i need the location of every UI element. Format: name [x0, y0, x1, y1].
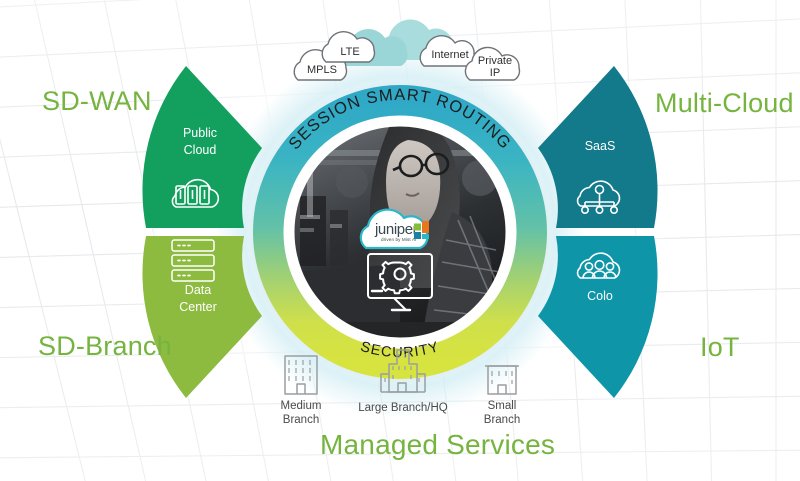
arc-data-center-label-line2: Center — [179, 300, 217, 314]
branch-large-label-line1: Large Branch/HQ — [358, 402, 448, 414]
branch-group: Medium Branch Large Branch — [281, 349, 520, 426]
arc-colo[interactable]: Colo — [538, 236, 658, 398]
medium-office-building-icon — [284, 355, 318, 395]
cloud-people-icon — [576, 252, 621, 279]
server-rack-icon — [171, 239, 215, 282]
cloud-internet[interactable]: Internet — [419, 34, 476, 67]
branch-small[interactable]: Small Branch — [484, 365, 520, 426]
arc-saas-label-line1: SaaS — [585, 139, 616, 153]
branch-small-label-line1: Small — [488, 400, 517, 412]
juniper-logo-wordmark: juniper — [374, 221, 418, 238]
cloud-private-ip-label-line1: Private — [478, 55, 512, 67]
cloud-mpls-label: MPLS — [307, 64, 337, 76]
small-office-building-icon — [485, 365, 519, 395]
right-arc-group: SaaS — [538, 66, 658, 398]
left-arc-group: Public Cloud — [142, 66, 262, 398]
cloud-lte[interactable]: LTE — [321, 30, 376, 63]
arc-saas[interactable]: SaaS — [538, 66, 658, 228]
cloud-private-ip-label-line2: IP — [490, 67, 500, 79]
label-sd-branch: SD-Branch — [38, 331, 172, 361]
cloud-internet-label: Internet — [431, 49, 468, 61]
monitor-gear-icon — [367, 253, 433, 312]
juniper-logo-cloud: juniper driven by Mist AI — [359, 208, 429, 250]
branch-medium-label-line1: Medium — [281, 400, 322, 412]
label-multi-cloud: Multi-Cloud — [655, 88, 794, 118]
large-office-building-icon — [380, 349, 426, 393]
branch-medium-label-line2: Branch — [283, 414, 319, 426]
arc-colo-label-line1: Colo — [587, 289, 613, 303]
cloud-servers-icon — [171, 178, 220, 208]
label-sd-wan: SD-WAN — [42, 86, 152, 116]
cloud-network-icon — [576, 180, 621, 215]
juniper-logo-subtitle: driven by Mist AI — [381, 237, 416, 242]
arc-data-center-label-line1: Data — [185, 283, 211, 297]
cloud-private-ip[interactable]: Private IP — [464, 46, 521, 81]
branch-small-label-line2: Branch — [484, 414, 520, 426]
arc-public-cloud-label-line1: Public — [183, 126, 217, 140]
mist-ai-mark-icon — [414, 221, 429, 239]
arc-data-center[interactable]: Data Center — [142, 236, 262, 398]
cloud-lte-label: LTE — [340, 46, 359, 58]
label-iot: IoT — [700, 332, 740, 362]
arc-public-cloud[interactable]: Public Cloud — [142, 66, 262, 228]
transport-clouds-group: MPLS LTE Internet Private IP — [293, 19, 521, 81]
label-managed-services: Managed Services — [320, 429, 556, 460]
branch-medium[interactable]: Medium Branch — [281, 355, 322, 426]
arc-public-cloud-label-line2: Cloud — [184, 143, 217, 157]
branch-large[interactable]: Large Branch/HQ — [358, 349, 448, 414]
